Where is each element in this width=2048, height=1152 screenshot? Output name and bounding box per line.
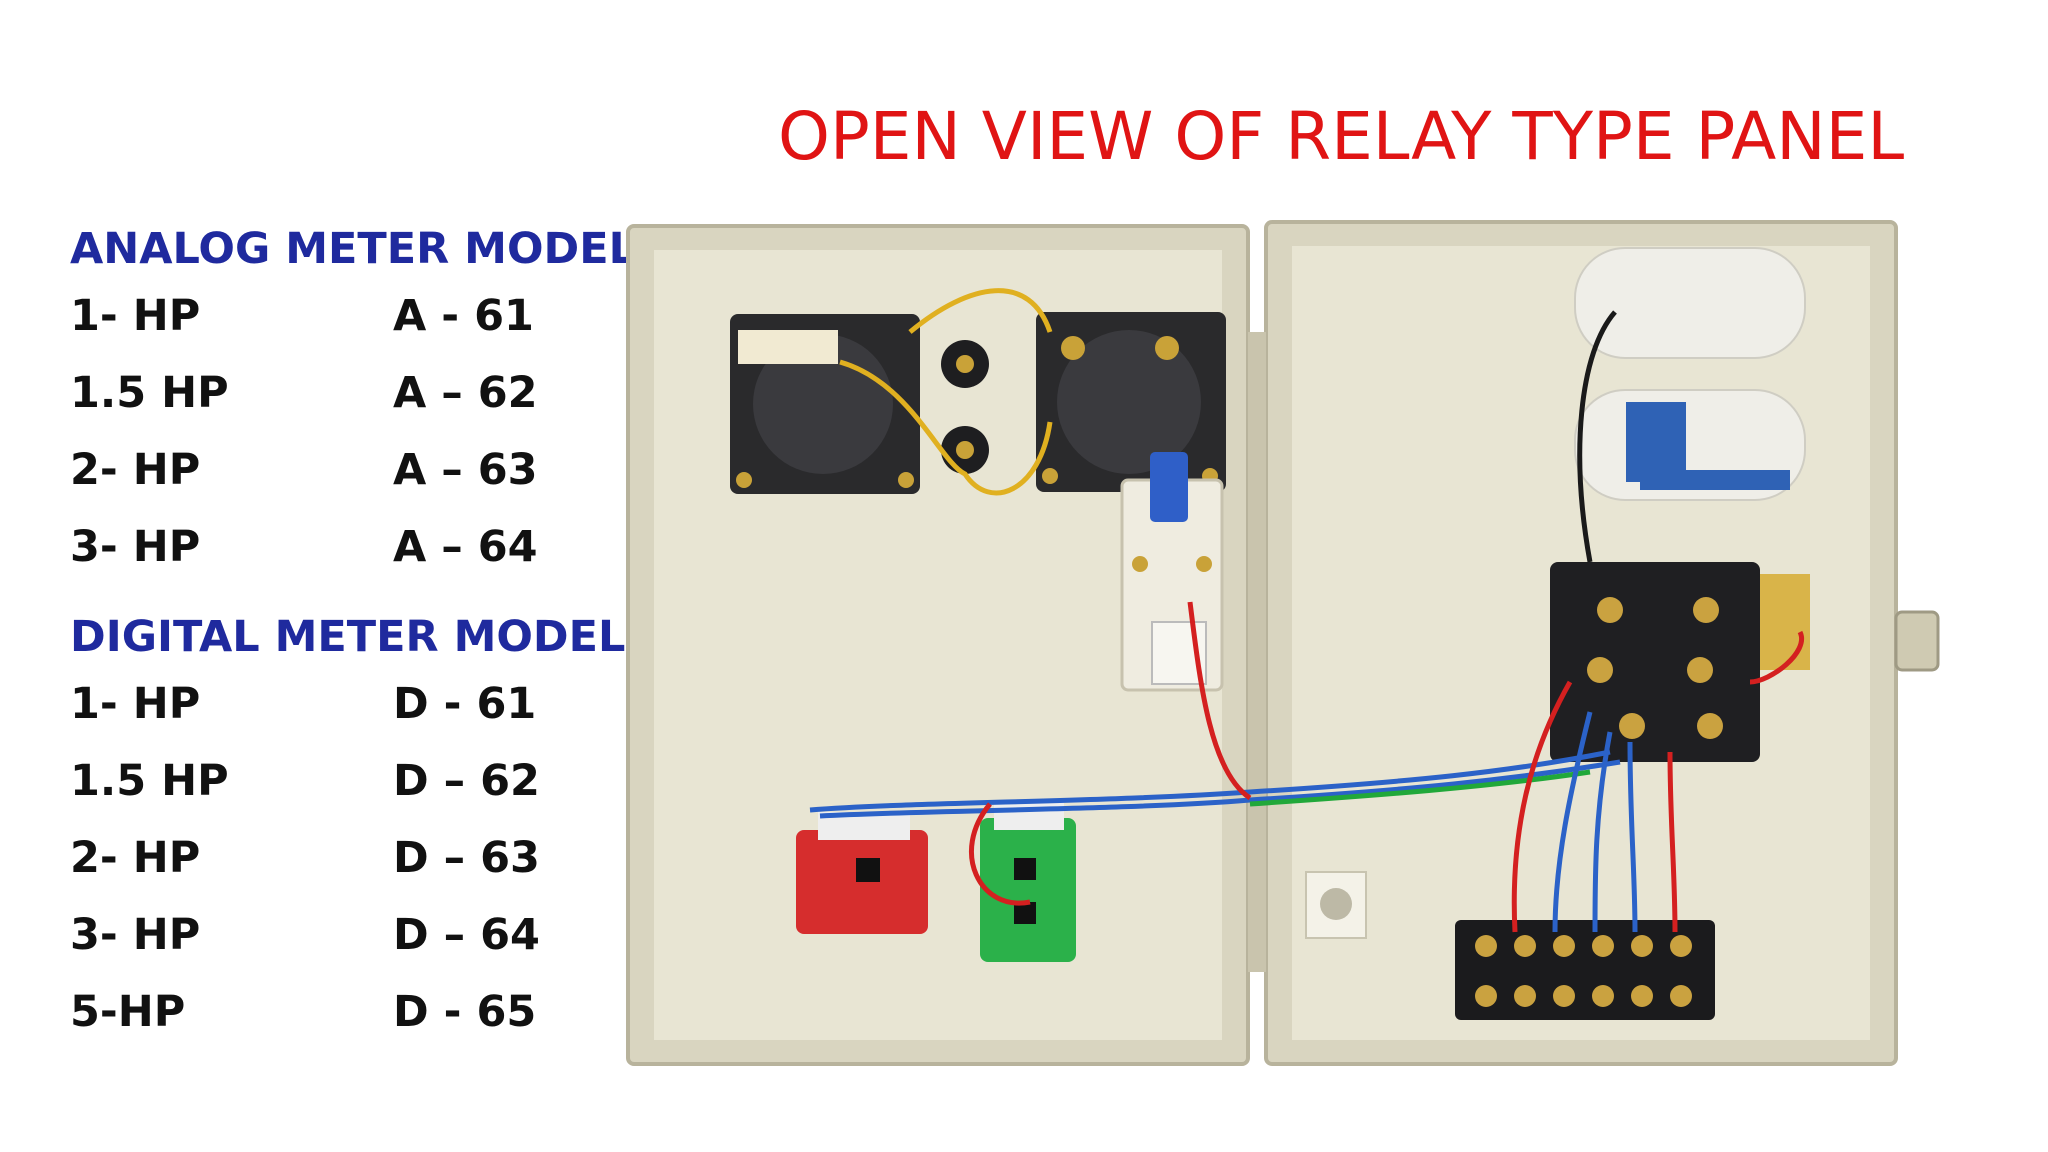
model-code: D – 63: [393, 833, 540, 883]
model-code: A – 62: [393, 368, 538, 418]
model-list: ANALOG METER MODEL 1- HP A - 61 1.5 HP A…: [70, 220, 636, 1051]
wire-bundle: [809, 310, 1805, 933]
model-code: D - 61: [393, 679, 537, 729]
mcb-holder: [1120, 452, 1224, 692]
model-row: 1- HP A - 61: [70, 278, 610, 355]
analog-heading: ANALOG METER MODEL: [70, 224, 636, 274]
model-code: A – 64: [393, 522, 538, 572]
page-title: OPEN VIEW OF RELAY TYPE PANEL: [778, 98, 1905, 175]
hp-label: 2- HP: [70, 833, 201, 883]
relay: [1550, 562, 1810, 762]
capacitors: [1574, 247, 1806, 501]
model-code: A - 61: [393, 291, 534, 341]
terminal-block: [1455, 920, 1715, 1020]
model-row: 1.5 HP A – 62: [70, 355, 610, 432]
latch: [1894, 610, 1940, 672]
hinge: [1248, 332, 1266, 972]
hp-label: 2- HP: [70, 445, 201, 495]
model-code: D - 65: [393, 987, 537, 1037]
meter-left: [730, 314, 920, 494]
model-row: 5-HP D - 65: [70, 974, 610, 1051]
model-code: D – 64: [393, 910, 540, 960]
model-row: 3- HP A – 64: [70, 509, 610, 586]
stop-button-red: [796, 812, 928, 934]
model-row: 1.5 HP D – 62: [70, 743, 610, 820]
model-code: D – 62: [393, 756, 540, 806]
model-code: A – 63: [393, 445, 538, 495]
hp-label: 3- HP: [70, 522, 201, 572]
hp-label: 1.5 HP: [70, 756, 229, 806]
relay-panel-photo: [626, 220, 1940, 1066]
model-row: 2- HP A – 63: [70, 432, 610, 509]
model-row: 3- HP D – 64: [70, 897, 610, 974]
digital-heading: DIGITAL METER MODEL: [70, 612, 626, 662]
wire-yellow: [839, 288, 1053, 496]
hp-label: 1- HP: [70, 679, 201, 729]
model-row: 2- HP D – 63: [70, 820, 610, 897]
hp-label: 1- HP: [70, 291, 201, 341]
hp-label: 1.5 HP: [70, 368, 229, 418]
hp-label: 3- HP: [70, 910, 201, 960]
start-button-green: [980, 802, 1076, 962]
model-row: 1- HP D - 61: [70, 666, 610, 743]
meter-right: [1036, 312, 1226, 492]
hp-label: 5-HP: [70, 987, 186, 1037]
